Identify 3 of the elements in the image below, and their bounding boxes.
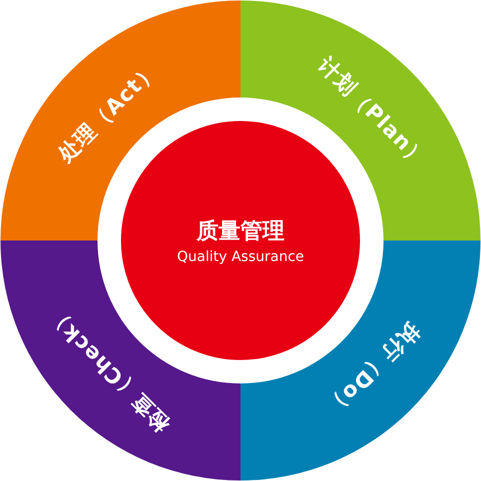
quadrant-label: 执行（Do）	[320, 317, 426, 423]
circle-title: 质量管理	[196, 218, 284, 246]
circle-subtitle: Quality Assurance	[176, 249, 304, 265]
